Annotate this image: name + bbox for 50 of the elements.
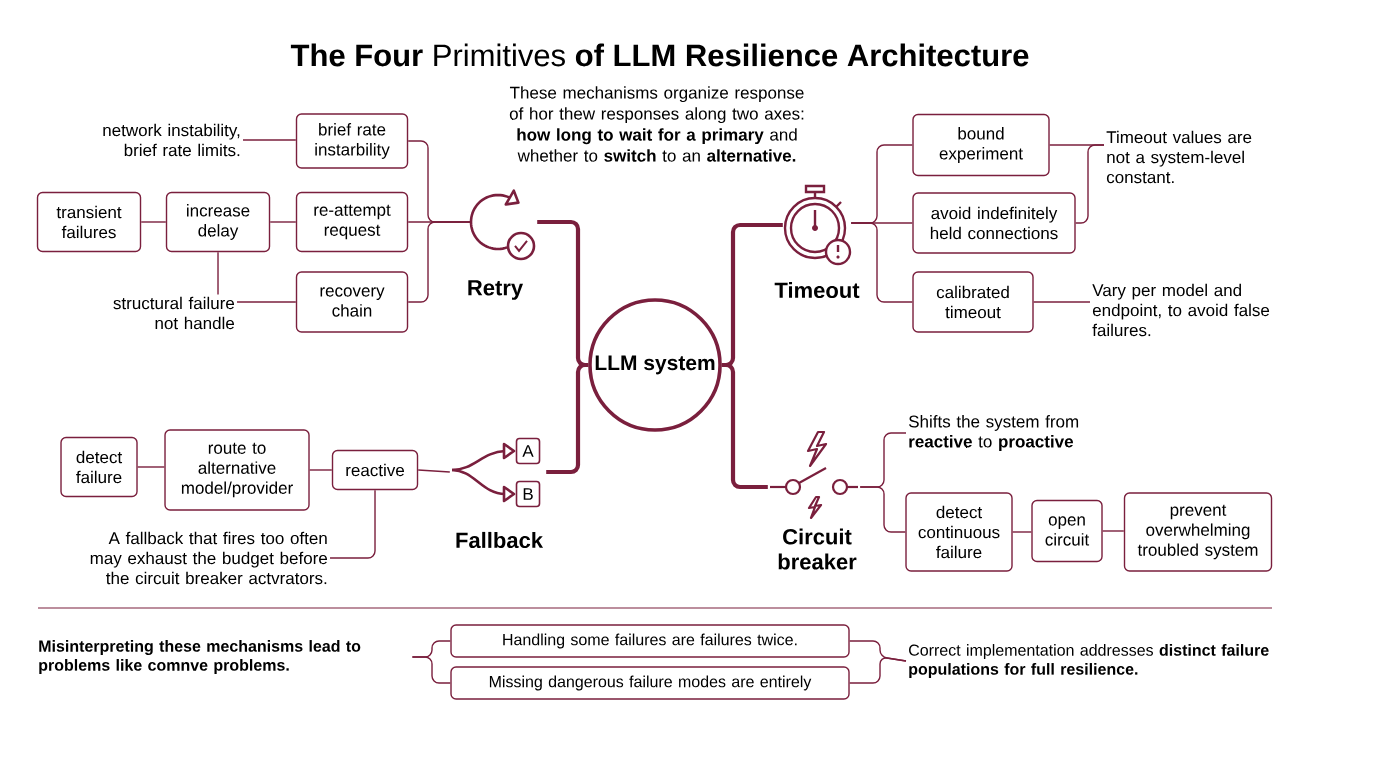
connector	[546, 362, 589, 475]
connector	[217, 251, 219, 296]
process-box: transient failures	[36, 191, 142, 253]
connector	[411, 656, 451, 684]
note-text: Correct implementation addresses distinct failure populations for full resilience.	[909, 644, 1269, 678]
title: The Four Primitives of LLM Resilience Architecture	[290, 43, 1029, 67]
process-box: bound experiment	[912, 113, 1050, 177]
process-box: detect failure	[60, 436, 138, 498]
process-box: increase delay	[165, 191, 271, 253]
process-box: reactive	[331, 449, 419, 491]
connector	[859, 486, 906, 533]
note-text: Vary per model and endpoint, to avoid false failures.	[1092, 283, 1270, 337]
process-box: Missing dangerous failure modes are entirely	[450, 666, 850, 700]
note-text: Timeout values are not a system-level constant.	[1106, 130, 1252, 184]
process-box: route to alternative model/provider	[164, 429, 310, 511]
connector	[329, 489, 376, 559]
primitive-label: Circuit breaker	[778, 528, 857, 570]
primitive-label: Retry	[468, 280, 523, 300]
connector	[269, 221, 297, 223]
process-box: Handling some failures are failures twice.	[450, 624, 850, 658]
connector	[417, 469, 451, 473]
connector	[721, 362, 768, 490]
connector	[850, 222, 913, 303]
connector	[1075, 144, 1105, 224]
connector	[242, 139, 297, 141]
connector	[236, 301, 297, 303]
process-box: open circuit	[1031, 499, 1103, 563]
connector	[1102, 530, 1125, 532]
connector	[407, 221, 472, 303]
note-text: network instability, brief rate limits.	[103, 123, 240, 157]
note-text: structural failure not handle	[113, 296, 235, 330]
connector	[309, 469, 333, 471]
primitive-label: Fallback	[456, 531, 544, 549]
primitive-label: Timeout	[774, 281, 860, 299]
connector	[849, 657, 907, 684]
process-box: brief rate instarbility	[295, 113, 409, 169]
note-text: Misinterpreting these mechanisms lead to problems like comnve problems.	[39, 640, 361, 674]
note-text: Shifts the system from reactive to proactive	[909, 415, 1079, 451]
connector	[137, 466, 165, 468]
process-box: calibrated timeout	[912, 271, 1034, 333]
connector	[1012, 531, 1032, 533]
process-box: prevent overwhelming troubled system	[1123, 492, 1273, 572]
connector	[1033, 301, 1091, 303]
process-box: avoid indefinitely held connections	[912, 192, 1076, 254]
process-box: recovery chain	[295, 271, 409, 333]
process-box: re-attempt request	[295, 191, 409, 253]
intro-text: These mechanisms organize response of hor thew responses along two axes: how long to wait for a primary and whether to switch to an alternative.	[509, 86, 804, 162]
note-text: A fallback that fires too often may exhaust the budget before the circuit breaker actvrators.	[90, 531, 328, 585]
process-box: detect continuous failure	[905, 492, 1013, 572]
connector	[140, 221, 167, 223]
